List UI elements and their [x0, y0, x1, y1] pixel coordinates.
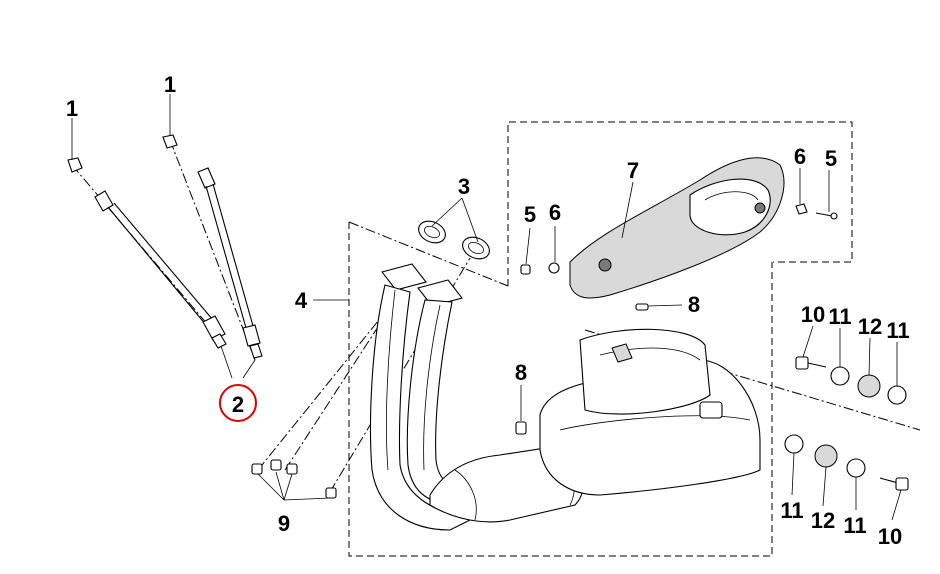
callout-4: 4 — [295, 288, 308, 313]
callout-1-left: 1 — [66, 96, 78, 121]
exhaust-header-pipes — [369, 263, 477, 531]
callout-3: 3 — [458, 174, 470, 199]
mount-washer-lower-2 — [846, 458, 866, 478]
shield-washer-left — [548, 262, 560, 274]
mount-rubber-lower — [814, 444, 838, 468]
callout-6-left: 6 — [549, 200, 561, 225]
mount-washer-upper-2 — [887, 385, 907, 405]
callout-12-upper: 12 — [858, 314, 882, 339]
mount-washer-upper-1 — [830, 366, 850, 386]
callout-7: 7 — [627, 158, 639, 183]
shield-washer-right — [795, 203, 808, 215]
mount-rubber-upper — [857, 374, 881, 398]
callout-10-upper: 10 — [801, 302, 825, 327]
callout-11-upper-b: 11 — [886, 318, 909, 343]
callout-11-upper-a: 11 — [828, 304, 851, 329]
mount-washer-lower-1 — [784, 434, 804, 454]
shield-bolt-right — [815, 212, 838, 220]
bracket-bolt-mid — [515, 421, 527, 435]
callout-11-lower-b: 11 — [843, 513, 866, 538]
leader-lines — [71, 94, 902, 521]
callout-8-top: 8 — [688, 292, 700, 317]
flange-nuts — [251, 459, 337, 499]
oxygen-sensor-left — [67, 157, 227, 349]
mount-bolt-upper — [795, 356, 827, 370]
callout-11-lower-a: 11 — [780, 498, 803, 523]
callout-10-lower: 10 — [878, 524, 902, 549]
callout-6-right: 6 — [794, 144, 806, 169]
selected-callout-highlight — [219, 384, 257, 422]
callout-2: 2 — [232, 392, 244, 417]
callout-1-right: 1 — [164, 72, 176, 97]
shield-bolt-left — [520, 264, 531, 275]
mount-bolt-lower — [879, 477, 909, 491]
heat-shield-group-frame — [507, 121, 853, 286]
callout-12-lower: 12 — [811, 508, 835, 533]
callout-5-right: 5 — [825, 146, 837, 171]
exhaust-group-frame — [348, 222, 773, 557]
heat-shield — [569, 157, 785, 299]
muffler — [539, 328, 761, 496]
exhaust-gasket-2 — [462, 236, 490, 260]
exhaust-gasket-1 — [418, 220, 446, 244]
oxygen-sensor-right — [162, 134, 263, 359]
callout-8-mid: 8 — [515, 360, 527, 385]
callout-5-left: 5 — [524, 202, 536, 227]
bracket-bolt-top — [635, 303, 649, 311]
callout-9: 9 — [278, 511, 290, 536]
